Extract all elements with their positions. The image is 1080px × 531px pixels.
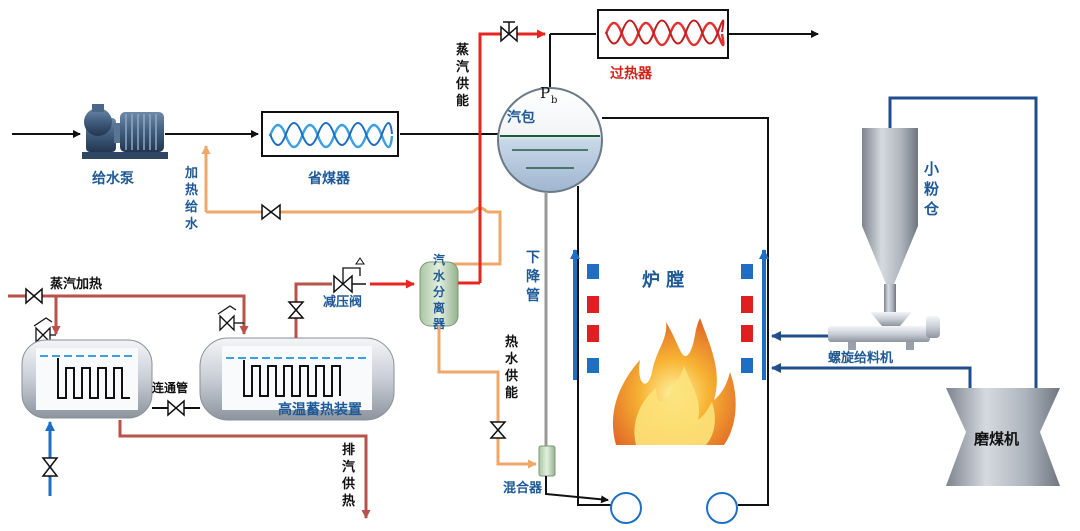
- svg-text:蒸: 蒸: [456, 42, 469, 58]
- exhaust-line: [118, 420, 371, 519]
- left-header-icon: [610, 492, 642, 524]
- right-storage-tank: [199, 337, 395, 421]
- left-safety-valve-icon: [33, 317, 56, 344]
- svg-text:热: 热: [185, 182, 198, 198]
- screw-feeder-label: 螺旋给料机: [828, 350, 893, 366]
- superheater-icon: [597, 9, 729, 59]
- svg-text:汽: 汽: [342, 459, 355, 475]
- svg-text:P: P: [540, 84, 550, 102]
- furnace-left-wall: [570, 249, 599, 380]
- powder-bin-label: 小 粉 仓: [923, 160, 940, 218]
- heated-feedwater-line: [201, 145, 502, 266]
- drum-to-superheater-line: [549, 30, 819, 92]
- svg-text:离: 离: [433, 300, 445, 315]
- storage-outlet-valve-icon[interactable]: [287, 301, 305, 319]
- svg-text:供: 供: [341, 476, 355, 492]
- coal-mill-label: 磨煤机: [973, 430, 1019, 448]
- steam-heating-valve-icon[interactable]: [25, 287, 43, 305]
- separator-label: 汽 水 分 离 器: [432, 252, 446, 331]
- flame-icon: [612, 318, 736, 445]
- svg-text:供: 供: [455, 76, 469, 92]
- svg-text:供: 供: [504, 368, 518, 384]
- economizer-label: 省煤器: [307, 170, 351, 187]
- coal-mill-icon: [946, 388, 1060, 486]
- steam-supply-label: 蒸 汽 供 能: [455, 42, 469, 109]
- storage-steam-out-line: [294, 279, 415, 338]
- water-wall-circuit: [577, 117, 769, 506]
- svg-text:降: 降: [526, 268, 541, 285]
- svg-text:水: 水: [505, 351, 519, 367]
- coal-pulverized-lines: [771, 96, 1038, 388]
- hot-water-supply-label: 热 水 供 能: [504, 334, 519, 401]
- hot-water-supply-line: [437, 326, 537, 469]
- steam-drum-icon: [497, 87, 603, 193]
- connecting-pipe-valve-icon[interactable]: [167, 399, 185, 417]
- svg-text:分: 分: [433, 284, 445, 299]
- pressure-reducing-valve-label: 减压阀: [323, 294, 362, 310]
- svg-text:汽: 汽: [433, 252, 445, 267]
- furnace-label: 炉 膛: [642, 269, 684, 291]
- svg-text:能: 能: [505, 385, 518, 401]
- hot-water-valve-icon[interactable]: [489, 421, 507, 439]
- economizer-icon: [261, 111, 399, 157]
- left-storage-tank: [21, 339, 153, 419]
- feed-pump-label: 给水泵: [92, 170, 134, 187]
- svg-text:仓: 仓: [923, 200, 940, 218]
- heated-feedwater-valve-icon[interactable]: [261, 203, 281, 221]
- steam-supply-valve-icon[interactable]: [500, 21, 518, 43]
- svg-text:器: 器: [432, 317, 446, 331]
- svg-text:水: 水: [185, 216, 199, 232]
- steam-supply-line: [478, 29, 546, 283]
- steam-heating-line: [8, 294, 249, 335]
- svg-text:管: 管: [526, 287, 540, 304]
- drum-pressure-label: P b: [540, 84, 557, 106]
- svg-text:排: 排: [342, 442, 355, 458]
- svg-text:热: 热: [342, 493, 355, 509]
- exhaust-supply-label: 排 汽 供 热: [341, 442, 355, 509]
- svg-text:b: b: [551, 95, 557, 106]
- connecting-pipe-label: 连通管: [152, 380, 188, 395]
- powder-bin-icon: [862, 128, 918, 312]
- svg-text:下: 下: [526, 250, 540, 266]
- feed-pump-icon: [82, 104, 168, 159]
- downcomer-label: 下 降 管: [526, 250, 541, 304]
- screw-feeder-icon: [828, 312, 940, 350]
- svg-text:加: 加: [184, 166, 198, 181]
- svg-text:水: 水: [433, 268, 446, 283]
- steam-heating-label: 蒸汽加热: [50, 276, 102, 292]
- svg-text:汽: 汽: [456, 59, 469, 75]
- svg-text:能: 能: [456, 93, 469, 109]
- mixer-label: 混合器: [503, 480, 543, 496]
- svg-text:粉: 粉: [924, 180, 939, 198]
- cold-water-inlet-valve-icon[interactable]: [41, 457, 59, 477]
- right-header-icon: [706, 492, 738, 524]
- superheater-label: 过热器: [610, 65, 653, 82]
- storage-device-label: 高温蓄热装置: [278, 401, 362, 418]
- steam-drum-label: 汽包: [507, 109, 535, 126]
- mixer-icon: [538, 445, 609, 504]
- svg-text:热: 热: [505, 334, 518, 350]
- heated-feedwater-label: 加 热 给 水: [184, 166, 199, 232]
- svg-text:小: 小: [924, 160, 939, 178]
- furnace-right-wall: [741, 249, 769, 380]
- svg-text:给: 给: [185, 199, 198, 215]
- right-safety-valve-icon: [217, 305, 244, 332]
- pressure-reducing-valve-icon[interactable]: [333, 257, 366, 294]
